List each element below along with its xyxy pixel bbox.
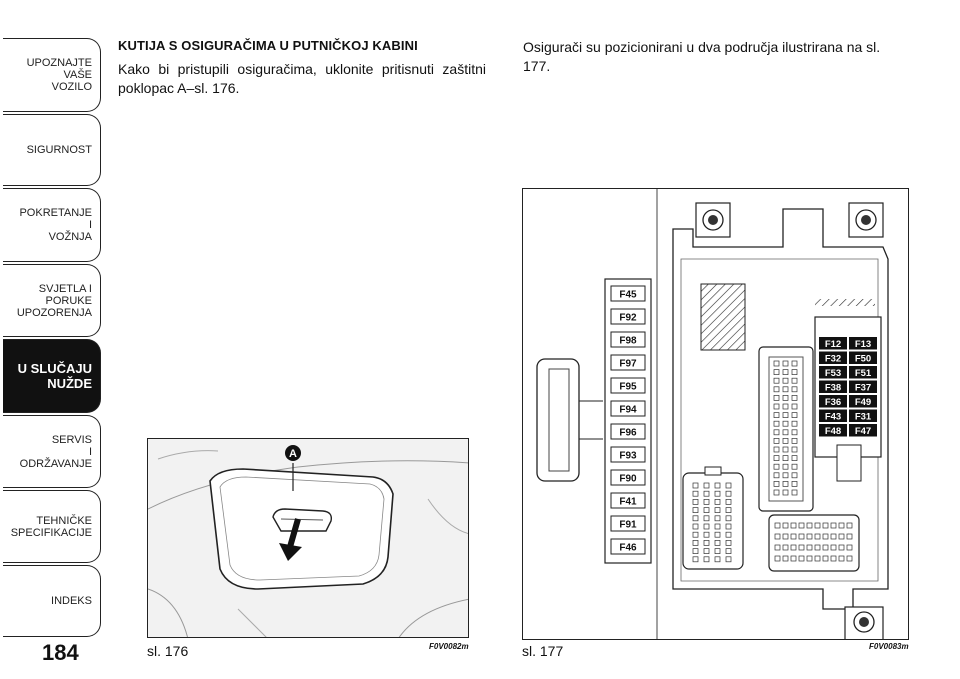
marker-a-circle bbox=[285, 445, 301, 461]
tab-label: TEHNIČKE SPECIFIKACIJE bbox=[10, 514, 92, 539]
fuse-f46: F46 bbox=[610, 538, 646, 555]
fuse-label: F92 bbox=[619, 313, 637, 324]
fuse-f93: F93 bbox=[610, 446, 646, 463]
tab-indeks[interactable]: INDEKS bbox=[3, 565, 101, 637]
fuse-label: F96 bbox=[619, 428, 637, 439]
fuse-f90: F90 bbox=[610, 469, 646, 486]
fuse-f32: F32 bbox=[819, 351, 847, 365]
fuse-label: F51 bbox=[855, 368, 872, 379]
fuse-f41: F41 bbox=[610, 492, 646, 509]
tab-servis[interactable]: SERVIS I ODRŽAVANJE bbox=[3, 415, 101, 488]
fuse-f94: F94 bbox=[610, 400, 646, 417]
fuse-label: F94 bbox=[619, 405, 637, 416]
fuse-label: F12 bbox=[825, 339, 841, 350]
fuse-f12: F12 bbox=[819, 337, 847, 350]
tab-label: SERVIS I ODRŽAVANJE bbox=[19, 433, 92, 470]
fuse-label: F98 bbox=[619, 336, 637, 347]
right-paragraph: Osigurači su pozicionirani u dva područj… bbox=[523, 39, 881, 74]
fuse-label: F37 bbox=[855, 383, 871, 394]
fuse-label: F48 bbox=[825, 426, 841, 437]
fuse-f37: F37 bbox=[849, 380, 877, 394]
fuse-label: F95 bbox=[619, 382, 637, 393]
fuse-label: F90 bbox=[619, 474, 637, 485]
fuse-label: F91 bbox=[619, 520, 637, 531]
tab-pokretanje[interactable]: POKRETANJE I VOŽNJA bbox=[3, 188, 101, 262]
fuse-label: F36 bbox=[825, 397, 841, 408]
fuse-f91: F91 bbox=[610, 515, 646, 532]
fuse-label: F50 bbox=[855, 354, 871, 365]
tab-label: POKRETANJE I VOŽNJA bbox=[19, 207, 92, 243]
fuse-f43: F43 bbox=[819, 409, 847, 423]
fuse-label: F93 bbox=[619, 451, 637, 462]
fuse-f96: F96 bbox=[610, 423, 646, 440]
tab-svjetla[interactable]: SVJETLA I PORUKE UPOZORENJA bbox=[3, 264, 101, 337]
fuse-f48: F48 bbox=[819, 424, 847, 437]
tab-upoznajte[interactable]: UPOZNAJTE VAŠE VOZILO bbox=[3, 38, 101, 112]
fuse-label: F45 bbox=[619, 290, 637, 301]
page-number: 184 bbox=[42, 640, 79, 665]
fuse-label: F53 bbox=[825, 368, 841, 379]
fuse-label: F38 bbox=[825, 383, 841, 394]
section-heading: KUTIJA S OSIGURAČIMA U PUTNIČKOJ KABINI bbox=[118, 38, 418, 53]
fuse-label: F32 bbox=[825, 354, 841, 365]
fuse-f45: F45 bbox=[610, 285, 646, 302]
fuse-label: F41 bbox=[619, 497, 637, 508]
tab-label: UPOZNAJTE VAŠE VOZILO bbox=[26, 57, 92, 93]
tab-u-slucaju-nuzde[interactable]: U SLUČAJU NUŽDE bbox=[3, 339, 101, 413]
fuse-f97: F97 bbox=[610, 354, 646, 371]
fuse-f51: F51 bbox=[849, 366, 877, 379]
fuse-label: F31 bbox=[855, 412, 872, 423]
fuse-f13: F13 bbox=[849, 337, 877, 350]
fuse-f53: F53 bbox=[819, 366, 847, 379]
left-paragraph: Kako bi pristupili osiguračima, uklonite… bbox=[118, 61, 486, 96]
tab-label: U SLUČAJU NUŽDE bbox=[17, 361, 92, 391]
fuse-f31: F31 bbox=[849, 409, 877, 423]
cover-illustration: A bbox=[148, 445, 468, 637]
tab-tehnicke[interactable]: TEHNIČKE SPECIFIKACIJE bbox=[3, 490, 101, 563]
fuse-f49: F49 bbox=[849, 395, 877, 408]
fuse-label: F49 bbox=[855, 397, 871, 408]
fuse-label: F43 bbox=[825, 412, 841, 423]
tab-label: SVJETLA I PORUKE UPOZORENJA bbox=[16, 282, 92, 319]
figure-177-caption: sl. 177 bbox=[522, 643, 564, 659]
fuse-label: F97 bbox=[619, 359, 637, 370]
tab-sigurnost[interactable]: SIGURNOST bbox=[3, 114, 101, 186]
figure-177-code: F0V0083m bbox=[869, 642, 909, 651]
tab-label: INDEKS bbox=[51, 595, 92, 607]
fuse-f98: F98 bbox=[610, 331, 646, 348]
fuse-f92: F92 bbox=[610, 308, 646, 325]
fuse-label: F46 bbox=[619, 543, 637, 554]
fuse-f50: F50 bbox=[849, 351, 877, 365]
marker-a-label: A bbox=[289, 448, 297, 460]
fuse-f95: F95 bbox=[610, 377, 646, 394]
fuse-f38: F38 bbox=[819, 380, 847, 394]
figure-176-caption: sl. 176 bbox=[147, 643, 189, 659]
fuse-f47: F47 bbox=[849, 424, 877, 437]
fuse-label: F47 bbox=[855, 426, 871, 437]
fuse-label: F13 bbox=[855, 339, 871, 350]
figure-176-code: F0V0082m bbox=[429, 642, 469, 651]
figure-176: A bbox=[147, 438, 469, 638]
fuse-f36: F36 bbox=[819, 395, 847, 408]
tab-label: SIGURNOST bbox=[26, 144, 92, 156]
